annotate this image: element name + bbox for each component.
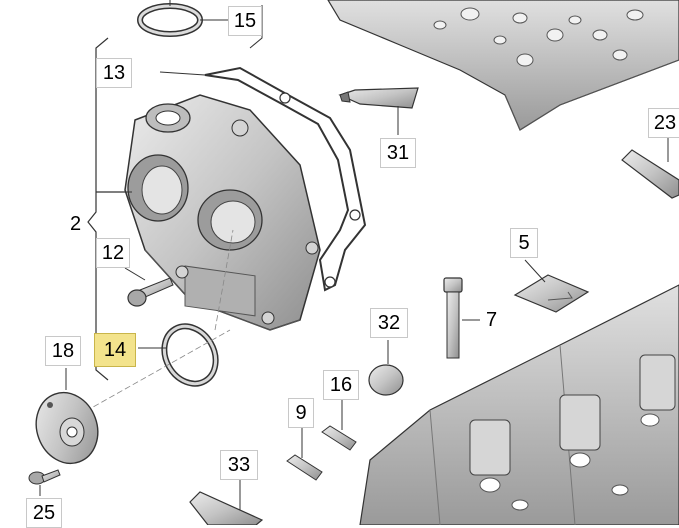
o-ring-15: [137, 0, 228, 37]
leader-lines-top: [249, 5, 263, 49]
callout-13[interactable]: 13: [96, 58, 132, 88]
bolt-12: [124, 267, 174, 307]
callout-25[interactable]: 25: [26, 498, 62, 528]
callout-18[interactable]: 18: [45, 336, 81, 366]
callout-32[interactable]: 32: [370, 308, 408, 338]
callout-31[interactable]: 31: [380, 138, 416, 168]
callout-9[interactable]: 9: [288, 398, 314, 428]
callout-16[interactable]: 16: [323, 370, 359, 400]
callout-15[interactable]: 15: [228, 6, 262, 36]
engine-block-lower: [359, 284, 679, 525]
stud-9: [286, 428, 323, 481]
cylinder-head-upper: [327, 0, 679, 131]
callout-2[interactable]: 2: [70, 213, 82, 235]
group-bracket-2: [87, 37, 132, 381]
long-bolt-7: [443, 277, 480, 359]
sealant-tube-31: [338, 87, 419, 135]
callout-7[interactable]: 7: [486, 309, 498, 331]
sealant-tube-23: [621, 138, 679, 199]
plug-32: [368, 340, 404, 396]
timing-cover-2: [100, 94, 321, 331]
sealant-tube-33: [189, 480, 264, 525]
callout-5[interactable]: 5: [510, 228, 538, 258]
callout-12[interactable]: 12: [96, 238, 130, 268]
gasket-13: [159, 66, 367, 292]
sensor-18: [35, 368, 99, 465]
callout-33[interactable]: 33: [220, 450, 258, 480]
callout-23[interactable]: 23: [648, 108, 679, 138]
bracket-plate-5: [513, 259, 590, 313]
stud-16: [321, 400, 357, 451]
bolt-25: [28, 469, 61, 496]
callout-14-highlighted[interactable]: 14: [94, 333, 136, 367]
seal-ring-14: [69, 229, 234, 421]
